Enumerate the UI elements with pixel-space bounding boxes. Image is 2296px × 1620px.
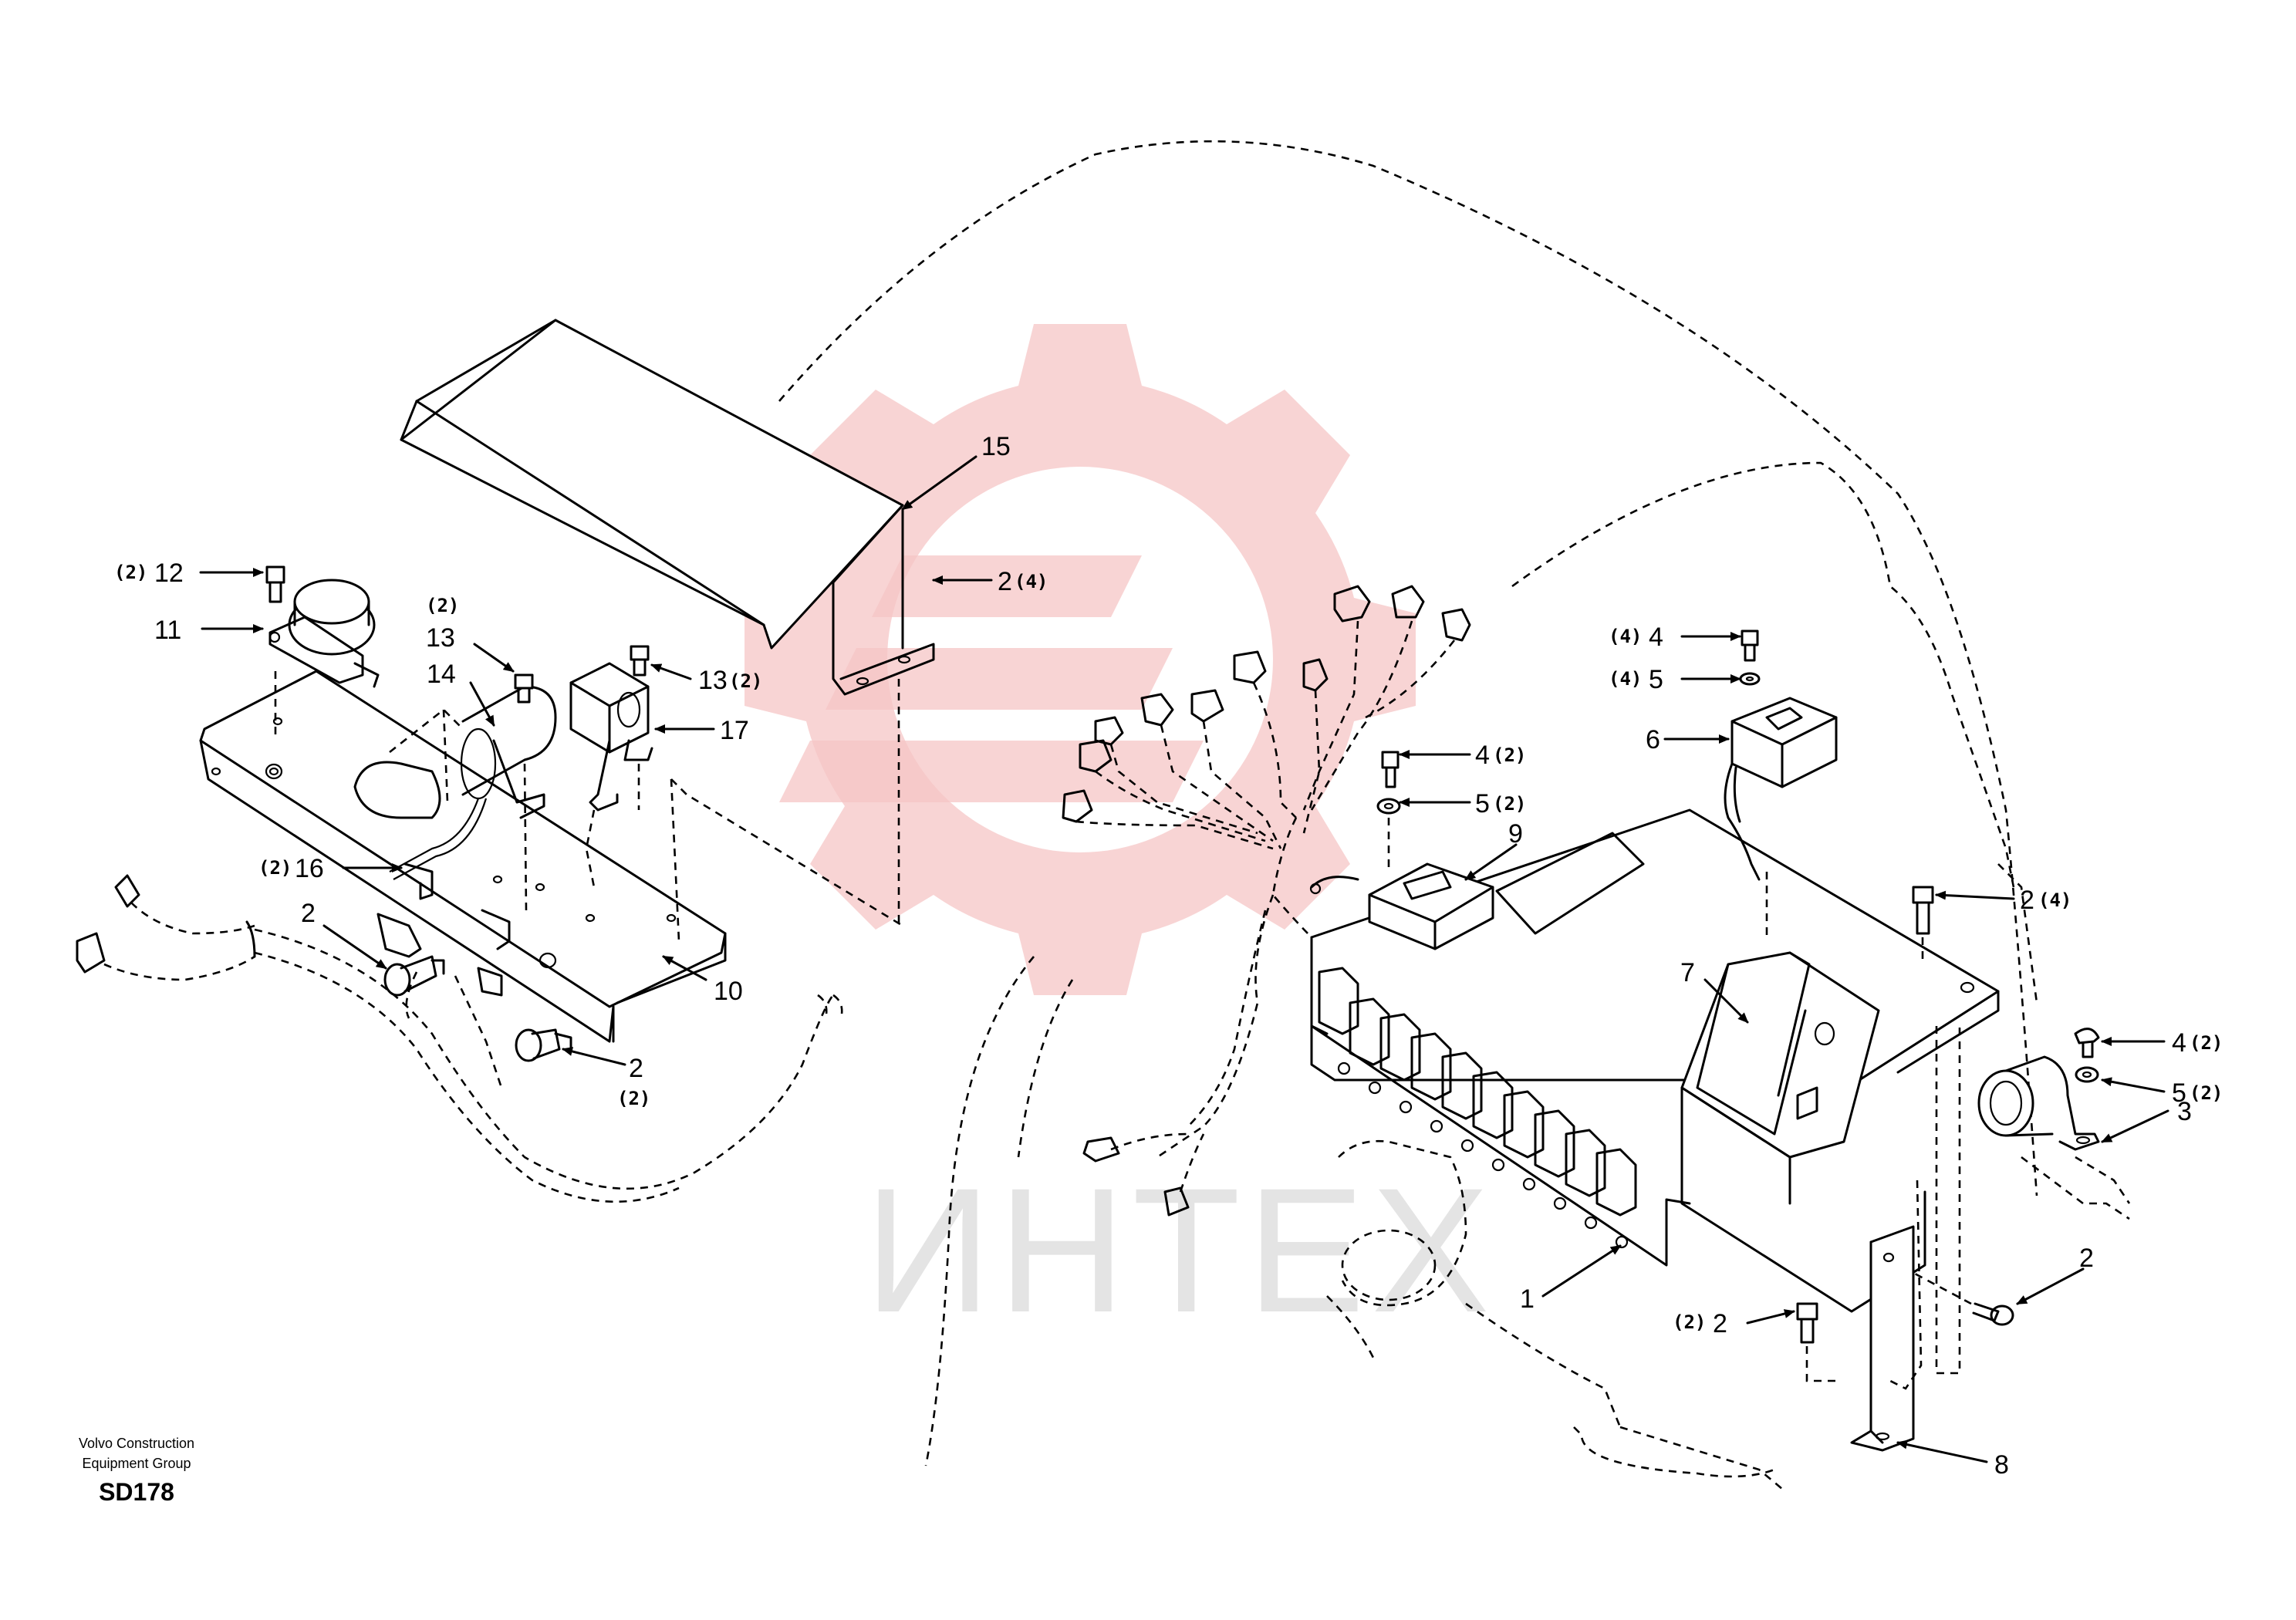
horn-3 [1977, 1055, 2131, 1220]
callout-4b-qty: (2) [1493, 744, 1526, 766]
callout-7: 7 [1680, 958, 1695, 987]
callout-2d-qty: (4) [2038, 889, 2071, 911]
callout-5c-qty: (2) [2190, 1082, 2223, 1104]
callout-1: 1 [1520, 1284, 1535, 1314]
callout-2d: 2 [2020, 886, 2034, 915]
callout-4c-qty: (2) [2190, 1032, 2223, 1054]
callout-5b-qty: (2) [1493, 793, 1526, 815]
clamp-16 [376, 862, 511, 997]
bracket-8 [1850, 1026, 1961, 1452]
bolt-4a [1741, 629, 1759, 662]
relay-6 [1724, 697, 1838, 941]
callout-4b: 4 [1475, 741, 1490, 770]
bolt-13a [514, 673, 534, 911]
cab-outline [778, 140, 2038, 1490]
callout-3: 3 [2177, 1097, 2192, 1126]
bolt-4b [1381, 751, 1400, 788]
callout-16: 16 [295, 854, 324, 883]
bolt-2c [515, 1028, 572, 1062]
callout-16-qty: (2) [258, 857, 292, 879]
solenoid-unit [353, 685, 557, 880]
bolt-13b [630, 645, 650, 810]
left-wire-harness [76, 778, 903, 1203]
callout-5a: 5 [1649, 665, 1663, 694]
cover-panel [400, 319, 935, 926]
footer-code: SD178 [99, 1478, 174, 1506]
callout-2c: 2 [629, 1054, 643, 1083]
callout-2a-qty: (4) [1015, 571, 1048, 592]
battery-relay [268, 579, 380, 688]
relay-17 [569, 662, 653, 888]
callout-17: 17 [720, 716, 749, 745]
module-7 [1680, 951, 1926, 1313]
callout-2a: 2 [998, 567, 1012, 596]
watermark-text: ИНТЕХ [864, 1151, 1496, 1349]
callout-15: 15 [981, 432, 1011, 461]
callout-leaders [199, 455, 2169, 1463]
controller-9 [1309, 862, 1494, 950]
callout-4c: 4 [2172, 1028, 2186, 1058]
bolt-2b [383, 955, 445, 997]
washer-5c [2075, 1066, 2099, 1083]
callout-labels: 15 (2) 12 11 (2) 13 14 13 (2) 17 2 (4) (… [114, 432, 2223, 1480]
callout-4a-qty: (4) [1609, 626, 1642, 647]
watermark-gear-icon [745, 324, 1416, 995]
callout-13a: 13 [426, 623, 455, 653]
callout-11: 11 [154, 616, 181, 645]
callout-12: 12 [154, 559, 184, 588]
engine-outline [1326, 1139, 1622, 1428]
callout-13b: 13 [698, 666, 728, 695]
callout-4a: 4 [1649, 623, 1663, 652]
callout-2e: 2 [2079, 1244, 2094, 1273]
callout-6: 6 [1646, 725, 1660, 754]
callout-5b: 5 [1475, 789, 1490, 818]
bolt-2f [1796, 1302, 1836, 1382]
washer-5a [1739, 672, 1761, 686]
callout-2c-qty: (2) [617, 1088, 650, 1109]
callout-13a-qty: (2) [426, 595, 459, 616]
callout-10: 10 [714, 977, 743, 1006]
callout-12-qty: (2) [114, 562, 147, 583]
callout-5c: 5 [2172, 1078, 2186, 1108]
callout-8: 8 [1994, 1450, 2009, 1480]
callout-2b: 2 [301, 899, 316, 928]
bolt-2d [1912, 886, 1934, 964]
callout-13b-qty: (2) [729, 670, 762, 692]
nut-5b [1376, 798, 1401, 872]
callout-14: 14 [427, 660, 456, 689]
callout-2f-qty: (2) [1673, 1311, 1706, 1333]
callout-9: 9 [1508, 819, 1523, 849]
callout-5a-qty: (4) [1609, 668, 1642, 690]
bolt-2e [1913, 1271, 2014, 1326]
bolt-4c [2074, 1028, 2100, 1058]
footer-company: Volvo Construction Equipment Group [78, 1436, 195, 1471]
bolt-12 [265, 565, 285, 741]
fuse-terminals [1337, 1061, 1629, 1249]
callout-2f: 2 [1713, 1309, 1727, 1338]
